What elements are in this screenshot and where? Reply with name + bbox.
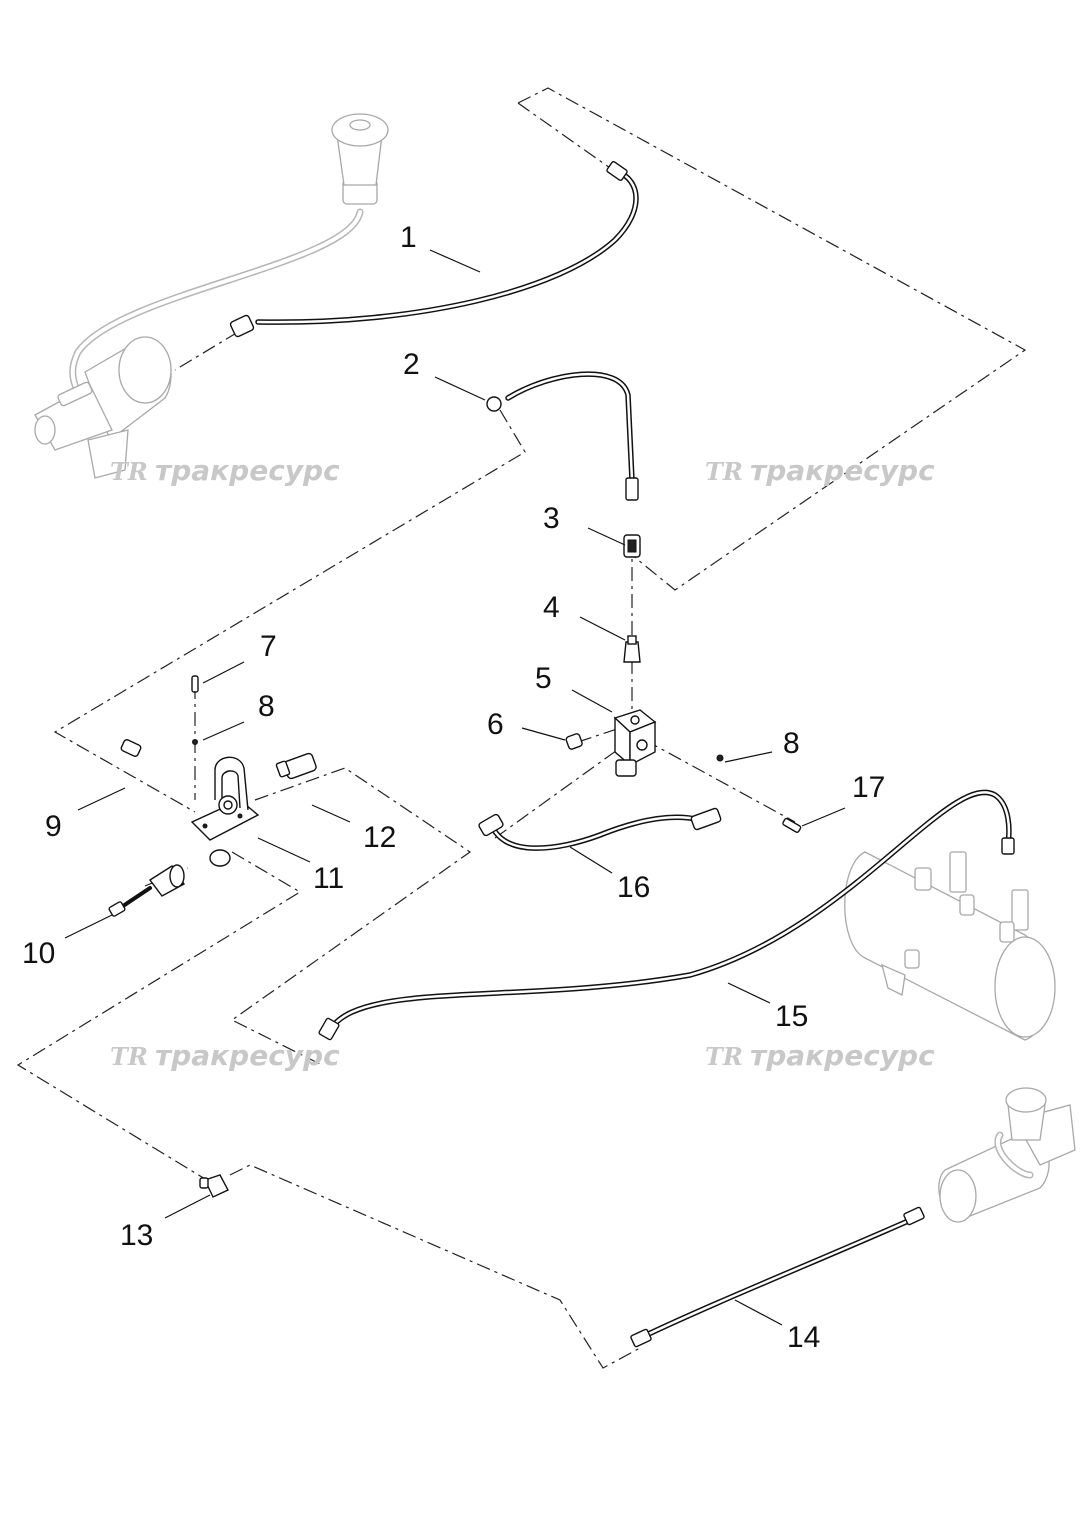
callout-8-left: 8	[258, 690, 275, 723]
watermark-text: тракресурс	[155, 454, 340, 487]
dash-dot-connection-lines	[16, 87, 1027, 1369]
callout-10: 10	[22, 937, 55, 970]
ghost-clutch-cylinder-bottom	[938, 1087, 1076, 1223]
callout-14: 14	[787, 1321, 820, 1354]
screw-7	[191, 675, 199, 693]
screw-17	[782, 817, 802, 833]
hose-2	[486, 371, 639, 501]
callout-5: 5	[535, 662, 552, 695]
fitting-9	[120, 739, 142, 757]
callout-4: 4	[543, 591, 560, 624]
watermark-4: TR тракресурс	[705, 1039, 935, 1072]
callout-11: 11	[313, 862, 344, 895]
callout-9: 9	[45, 810, 62, 843]
valve-block-5	[613, 709, 657, 777]
ghost-clutch-cylinder-top	[34, 113, 389, 479]
callout-7: 7	[260, 630, 277, 663]
callout-2: 2	[403, 348, 420, 381]
hose-1	[229, 161, 639, 338]
washer-8-left	[192, 739, 198, 745]
watermark-logo: TR	[110, 457, 148, 486]
elbow-fitting-13	[199, 1174, 229, 1198]
hose-14	[630, 1206, 925, 1348]
watermark-2: TR тракресурс	[705, 454, 935, 487]
sensor-10	[108, 864, 186, 917]
hose-16	[478, 807, 722, 851]
callout-16: 16	[617, 871, 650, 904]
watermark-3: TR тракресурс	[110, 1039, 340, 1072]
callout-8-right: 8	[783, 727, 800, 760]
callout-6: 6	[487, 708, 504, 741]
watermark-text: тракресурс	[750, 454, 935, 487]
callout-13: 13	[120, 1219, 153, 1252]
callout-numbers: 1 2 3 4 5 6 7 8 8 9 10 11 12 13 14 15 16…	[22, 221, 885, 1354]
watermark-1: TR тракресурс	[110, 454, 340, 487]
washer-8-right	[716, 754, 724, 762]
callout-3: 3	[543, 502, 560, 535]
ghost-air-tank	[844, 851, 1056, 1041]
callout-17: 17	[852, 771, 885, 804]
callout-12: 12	[363, 821, 396, 854]
callout-15: 15	[775, 1000, 808, 1033]
fitting-4	[623, 635, 641, 663]
watermark-logo: TR	[705, 1042, 743, 1071]
watermark-text: тракресурс	[155, 1039, 340, 1072]
fitting-3	[623, 534, 641, 558]
callout-1: 1	[400, 221, 417, 254]
valve-11	[190, 756, 260, 867]
leader-lines	[64, 249, 846, 1326]
watermark-text: тракресурс	[750, 1039, 935, 1072]
hose-15	[318, 789, 1015, 1041]
watermark-logo: TR	[110, 1042, 148, 1071]
fitting-12	[275, 752, 317, 780]
watermark-logo: TR	[705, 457, 743, 486]
fitting-6	[565, 733, 583, 750]
